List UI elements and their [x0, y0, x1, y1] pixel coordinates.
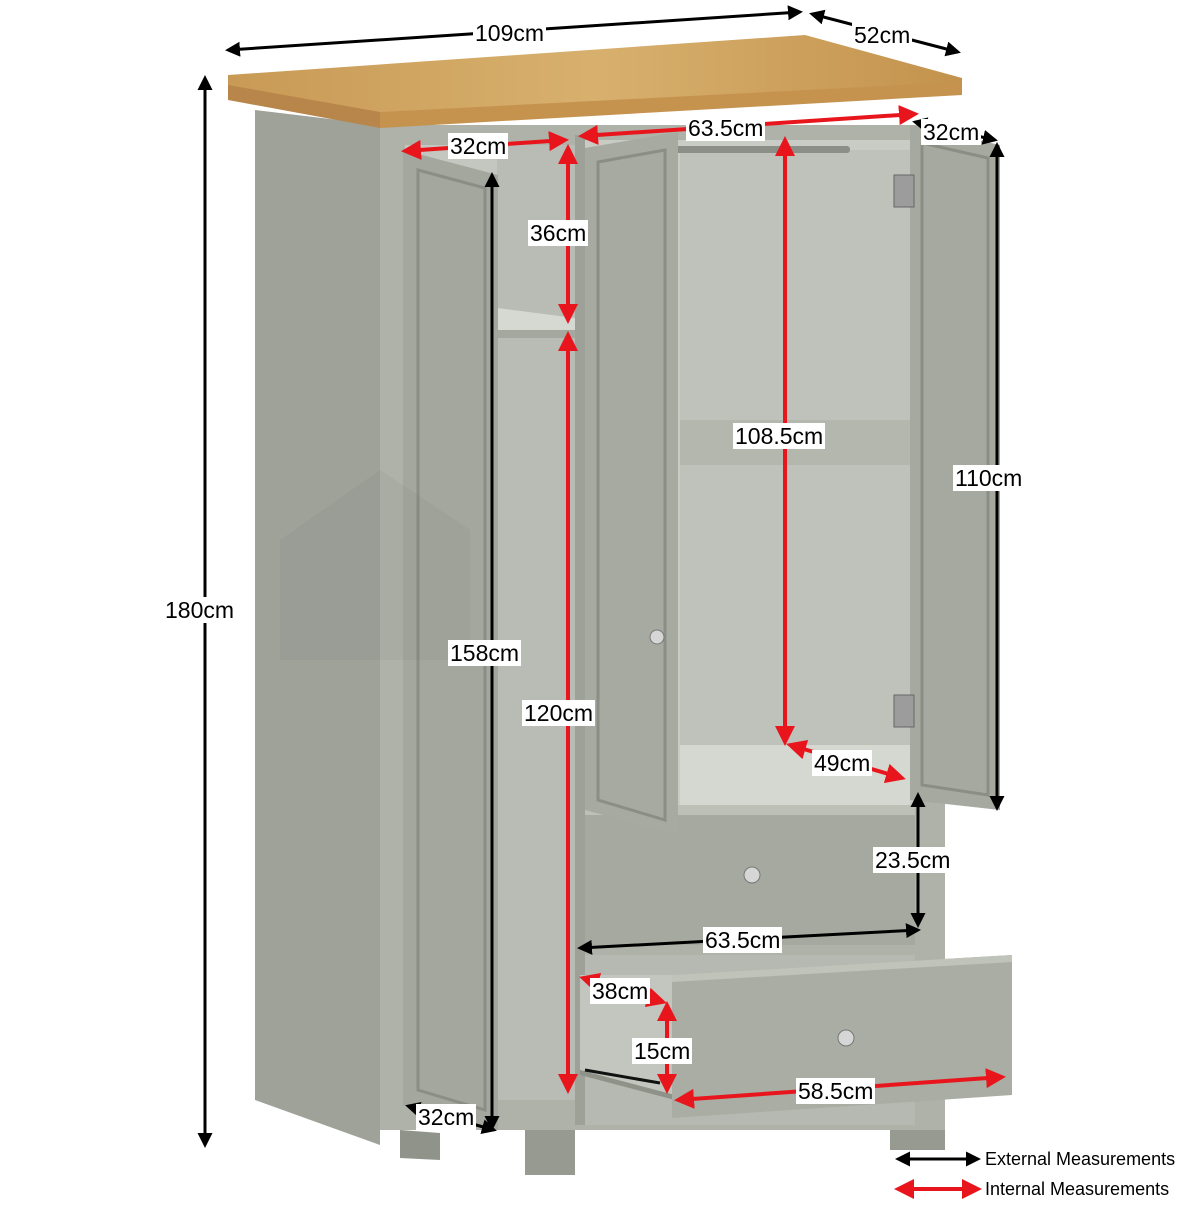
label-main-depth: 49cm — [812, 750, 873, 776]
label-open-drawer-width: 58.5cm — [796, 1078, 876, 1104]
hanging-rail — [660, 146, 850, 153]
legend-internal-label: Internal Measurements — [985, 1179, 1170, 1199]
drawer-1-knob — [743, 866, 761, 884]
label-drawer-height: 23.5cm — [873, 847, 953, 873]
side-panel — [255, 110, 380, 1145]
label-door-right-depth: 32cm — [921, 119, 982, 145]
label-external-height: 180cm — [163, 597, 237, 623]
watermark — [280, 470, 470, 660]
label-open-drawer-height: 15cm — [632, 1038, 693, 1064]
label-main-width: 63.5cm — [686, 115, 766, 141]
left-shelf — [497, 308, 575, 330]
label-door-right-height: 110cm — [953, 465, 1025, 491]
hinge-icon — [893, 694, 915, 728]
plinth-center — [525, 1125, 575, 1175]
label-door-left-depth: 32cm — [416, 1104, 477, 1130]
label-external-depth: 52cm — [852, 22, 913, 48]
label-main-height: 108.5cm — [733, 423, 826, 449]
label-door-left-height: 158cm — [448, 640, 522, 666]
legend-external-label: External Measurements — [985, 1149, 1176, 1169]
label-left-top-height: 36cm — [528, 220, 589, 246]
door-knob — [649, 629, 665, 645]
label-left-lower-height: 120cm — [522, 700, 596, 726]
drawer-2-knob — [837, 1029, 855, 1047]
label-external-width: 109cm — [473, 20, 547, 46]
hinge-icon — [893, 174, 915, 208]
label-drawer-width: 63.5cm — [703, 927, 783, 953]
divider — [575, 135, 585, 1125]
label-left-shelf-width: 32cm — [448, 133, 509, 159]
plinth-left — [400, 1130, 440, 1160]
center-left-door — [585, 132, 678, 835]
label-open-drawer-depth: 38cm — [590, 978, 651, 1004]
